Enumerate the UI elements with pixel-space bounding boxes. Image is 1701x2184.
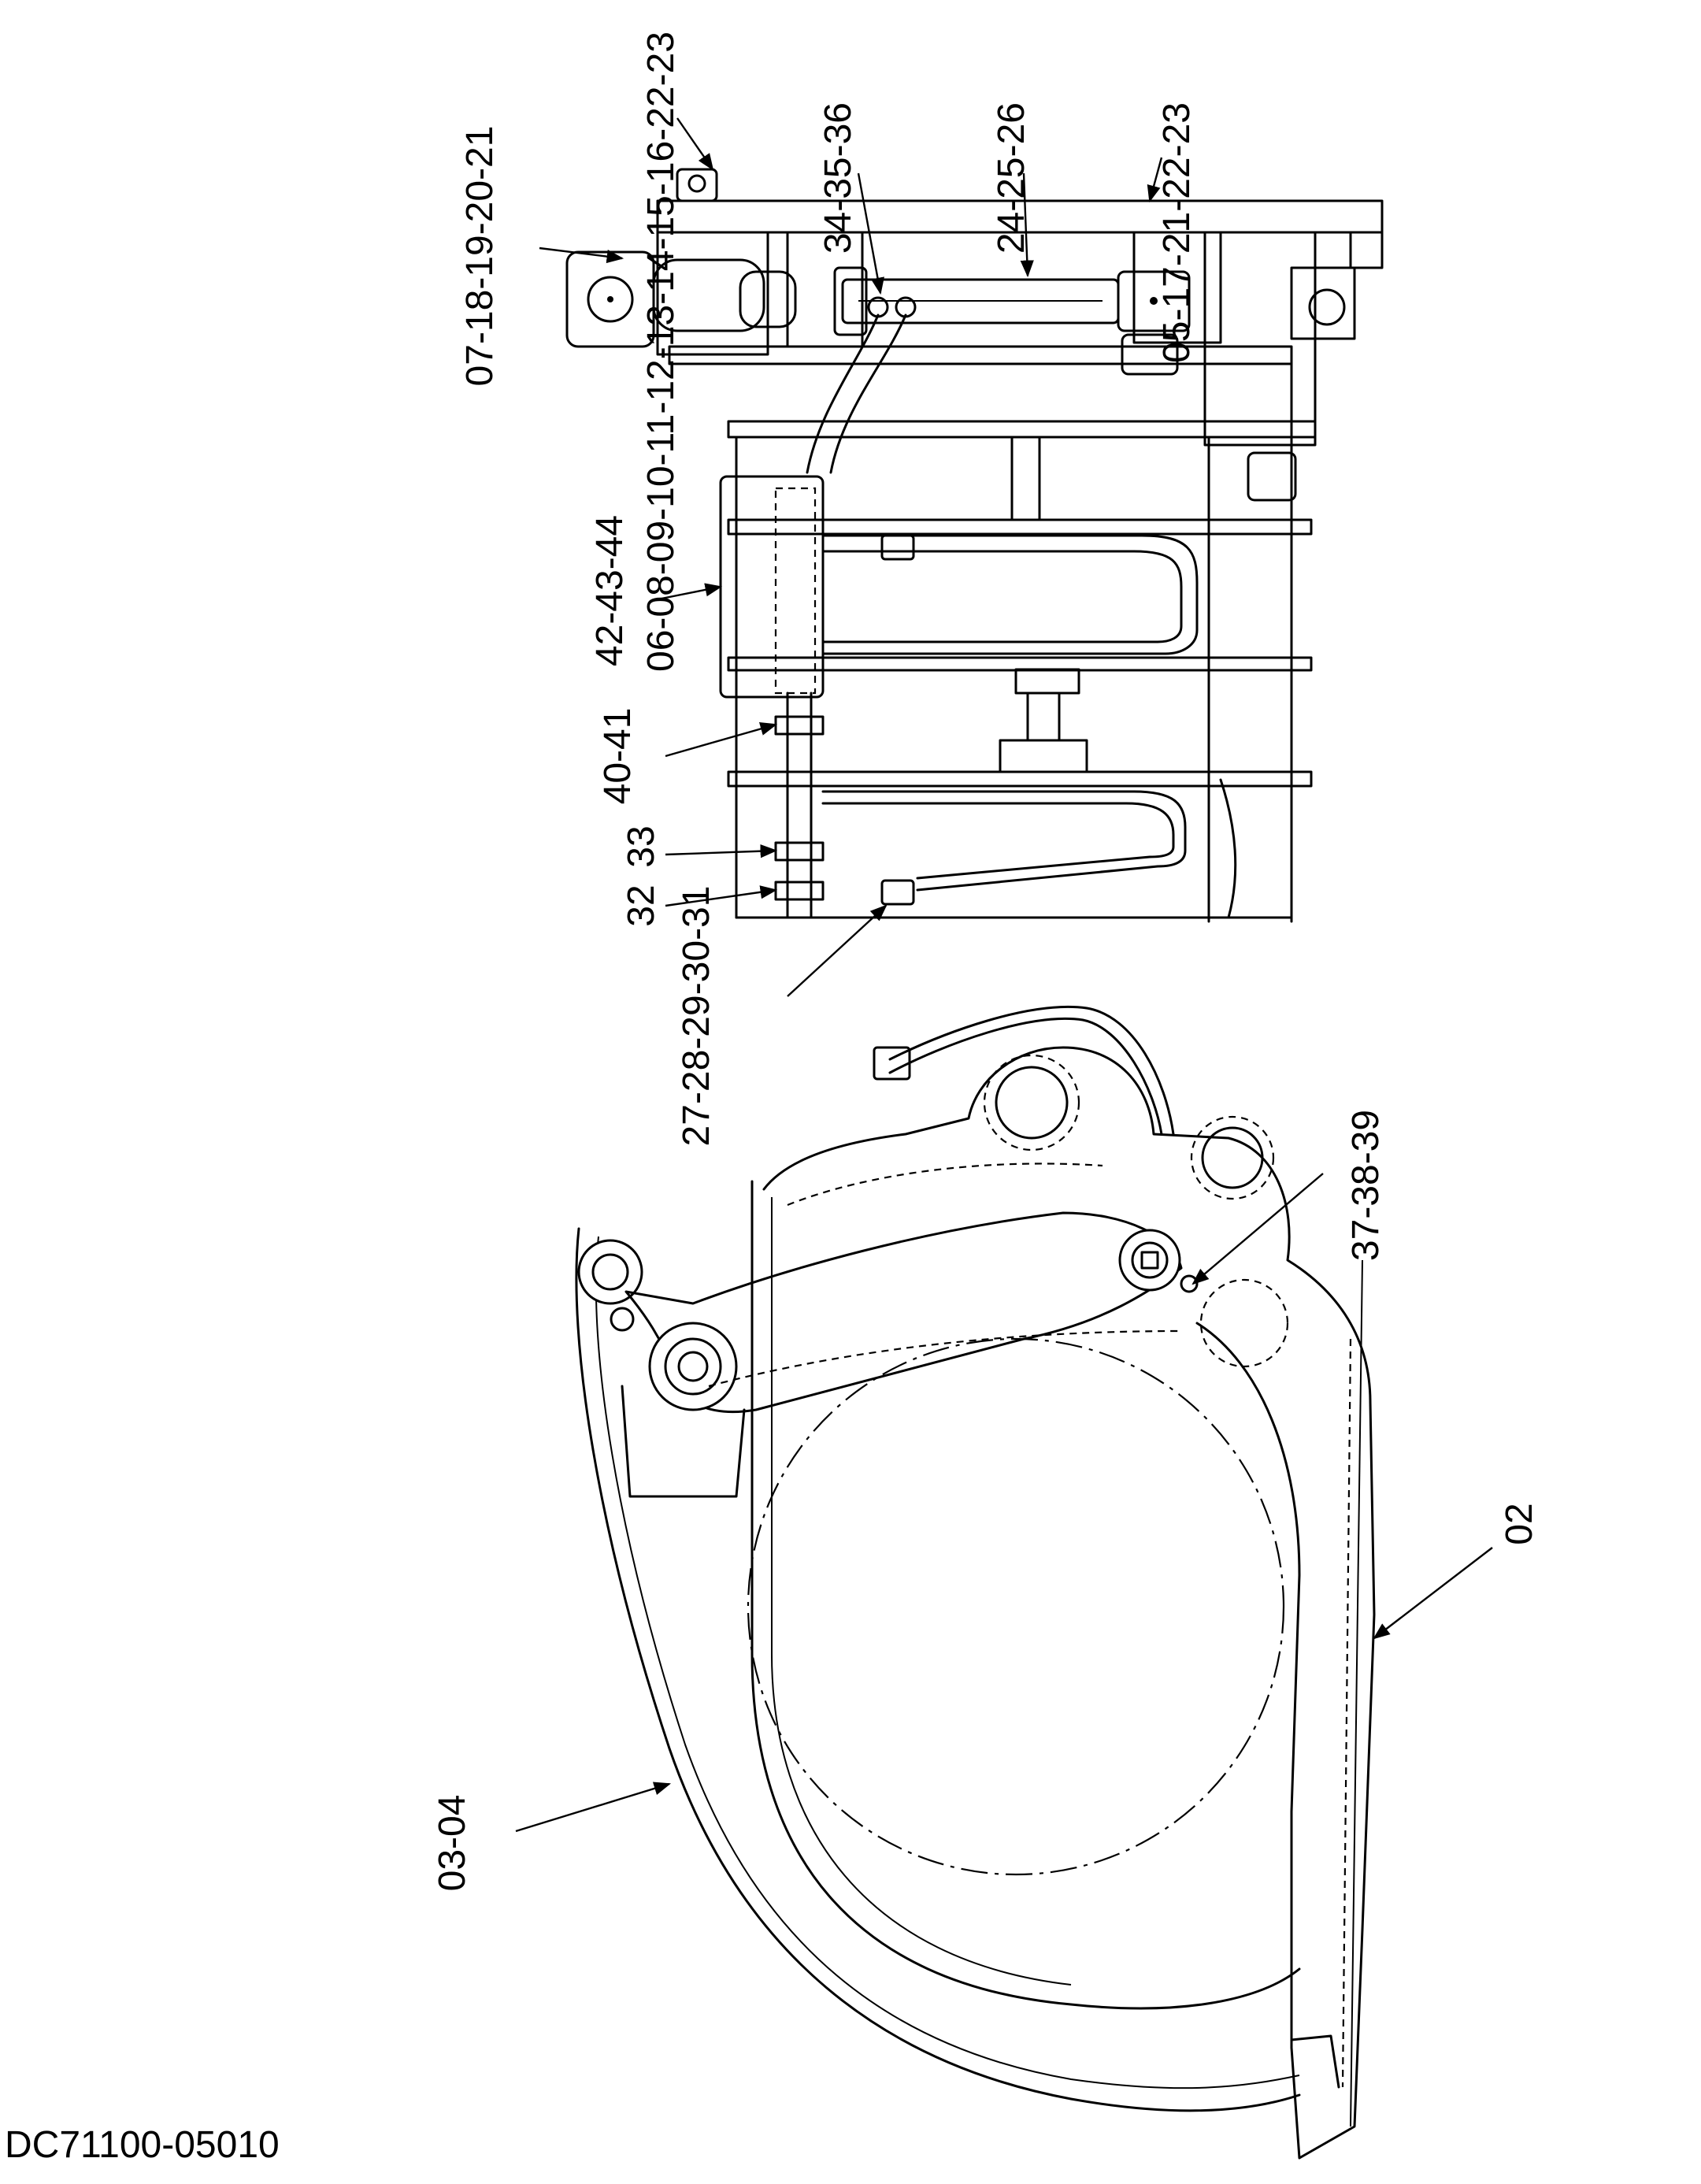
- callout-hose-end: 27-28-29-30-31: [676, 886, 717, 1147]
- callout-bucket-outer: 02: [1499, 1503, 1540, 1544]
- tine: [575, 1227, 1301, 2112]
- callout-clamp-upper: 40-41: [597, 708, 639, 805]
- callout-top-right-b: 05-17-21-22-23: [1156, 102, 1198, 363]
- bucket-grapple-view: [575, 1005, 1376, 2160]
- callout-clamp-bottom: 32: [621, 884, 662, 926]
- callout-tine: 03-04: [432, 1795, 473, 1892]
- callout-bolt: 37-38-39: [1345, 1110, 1387, 1261]
- callout-clamp-lower: 33: [621, 825, 662, 867]
- callout-top-right-a: 06-08-09-10-11-12-13-14-15-16-22-23: [640, 32, 682, 672]
- callout-leaders: [515, 117, 1493, 1833]
- callout-pin-left: 07-18-19-20-21: [459, 126, 501, 387]
- callout-labels: 06-08-09-10-11-12-13-14-15-16-22-23 05-1…: [432, 32, 1540, 1891]
- document-code: DC71100-05010: [5, 2124, 280, 2166]
- callout-block: 42-43-44: [589, 515, 631, 666]
- callout-cylinder-body: 24-25-26: [991, 102, 1032, 254]
- callout-cylinder-top: 34-35-36: [817, 102, 859, 254]
- bucket-shell: [762, 1046, 1376, 2160]
- frame-assembly-view: [565, 168, 1384, 923]
